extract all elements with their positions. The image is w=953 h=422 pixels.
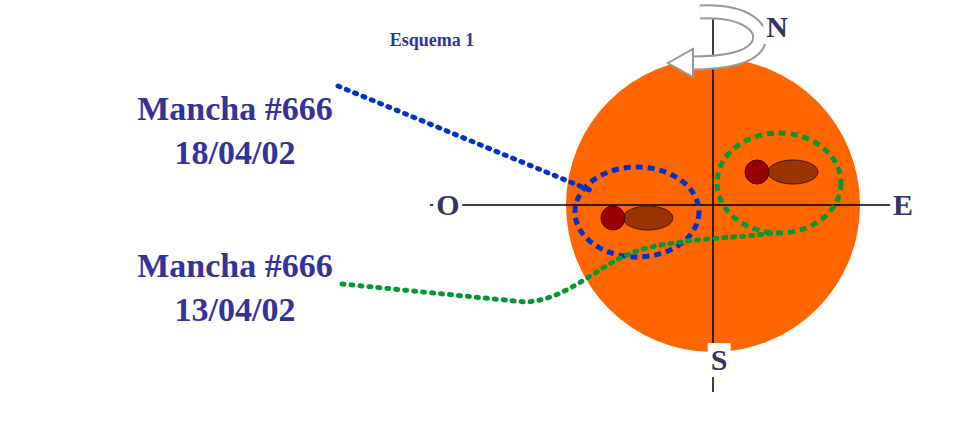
rotation-arrow-head xyxy=(668,49,693,77)
leader-line xyxy=(342,233,775,302)
rotation-arrow-body xyxy=(690,12,760,63)
sunspot-penumbra xyxy=(623,206,673,230)
label-holder: E xyxy=(890,188,916,222)
sunspot-penumbra xyxy=(768,160,818,184)
spot-label: Mancha #666 18/04/02 xyxy=(110,87,360,175)
label-holder: N xyxy=(763,10,791,44)
rotation-arrow xyxy=(668,12,760,77)
label-holder: O xyxy=(433,188,462,222)
label-holder: Mancha #666 13/04/02 xyxy=(110,244,360,332)
rotation-arrow-outline xyxy=(690,12,760,63)
leader-line xyxy=(338,86,592,191)
diagram-title: Esquema 1 xyxy=(390,31,475,49)
dotted-outline xyxy=(717,133,841,233)
compass-letter: N xyxy=(763,10,791,44)
label-holder: S xyxy=(708,343,731,377)
sunspot-group xyxy=(601,206,673,230)
sunspot-group xyxy=(745,160,818,184)
compass-letter: E xyxy=(890,188,916,222)
spot-label: Mancha #666 13/04/02 xyxy=(110,244,360,332)
label-holder: Mancha #666 18/04/02 xyxy=(110,87,360,175)
east-west-axis xyxy=(430,204,914,206)
compass-letter: S xyxy=(708,343,731,377)
title-holder: Esquema 1 xyxy=(390,31,475,49)
sunspot-umbra xyxy=(601,206,625,230)
compass-letter: O xyxy=(433,188,462,222)
sunspot-umbra xyxy=(745,160,769,184)
